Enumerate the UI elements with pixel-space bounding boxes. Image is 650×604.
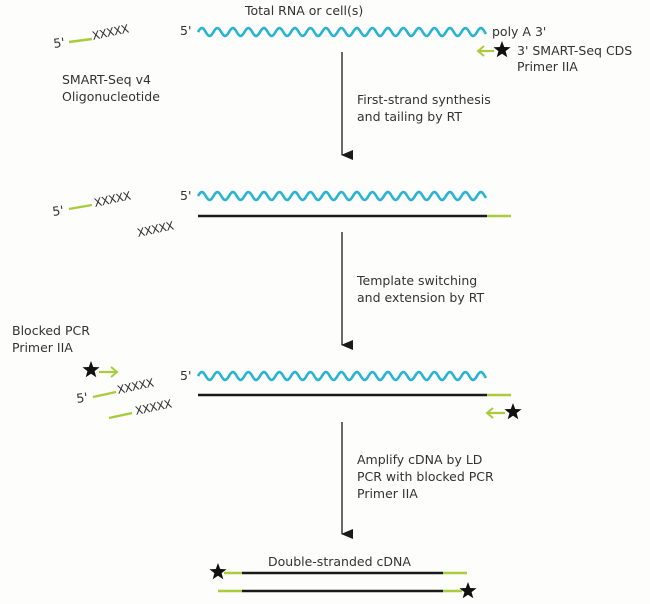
step-1-line2: and tailing by RT: [357, 109, 462, 124]
adapter-line: [108, 411, 133, 420]
smart-seq-oligo: 5' XXXXX: [52, 21, 130, 51]
step-1-line1: First-strand synthesis: [357, 92, 491, 107]
blocked-primer-label-line1: Blocked PCR: [12, 323, 90, 338]
cds-primer-label-line2: Primer IIA: [517, 59, 578, 74]
five-prime-label: 5': [75, 390, 88, 406]
rna-strand: [196, 190, 488, 202]
oligo-label-line1: SMART-Seq v4: [62, 72, 151, 87]
adapter-line: [92, 390, 117, 399]
xxxxx-label: XXXXX: [134, 396, 174, 417]
arrow-right-icon: [110, 366, 119, 378]
five-prime-label: 5': [52, 35, 65, 51]
arrow-left-icon: [476, 45, 485, 57]
rna-strand: [196, 26, 488, 38]
blocked-pcr-primer: [82, 361, 119, 378]
template-switch-adapter: XXXXX: [108, 396, 174, 420]
cds-primer: [485, 403, 522, 420]
poly-a-label: poly A 3': [492, 24, 546, 39]
step-2-line2: and extension by RT: [357, 290, 484, 305]
five-prime-label: 5': [180, 23, 191, 38]
blocked-primer-label-line2: Primer IIA: [12, 340, 73, 355]
smart-seq-oligo: 5' XXXXX: [51, 188, 132, 219]
cds-primer-label-line1: 3' SMART-Seq CDS: [517, 43, 632, 58]
adapter-line: [68, 203, 93, 211]
cds-primer: [476, 41, 511, 58]
star-icon: [504, 403, 522, 420]
total-rna-label: Total RNA or cell(s): [244, 3, 363, 18]
step-2-line1: Template switching: [356, 273, 477, 288]
xxxxx-label: XXXXX: [93, 188, 133, 209]
star-icon: [459, 582, 477, 599]
xxxxx-label: XXXXX: [91, 21, 131, 42]
xxxxx-label: XXXXX: [136, 218, 176, 239]
double-stranded-cdna: [209, 563, 477, 599]
star-icon: [493, 41, 511, 58]
step-3-line3: Primer IIA: [357, 486, 418, 501]
five-prime-label: 5': [180, 188, 191, 203]
star-icon: [209, 563, 227, 580]
double-stranded-label: Double-stranded cDNA: [268, 554, 411, 569]
rna-strand: [196, 370, 488, 382]
adapter-line: [68, 37, 93, 44]
arrow-left-icon: [485, 407, 494, 419]
five-prime-label: 5': [51, 203, 64, 219]
star-icon: [82, 361, 100, 378]
oligo-label-line2: Oligonucleotide: [62, 89, 160, 104]
step-3-line1: Amplify cDNA by LD: [357, 452, 482, 467]
five-prime-label: 5': [180, 368, 191, 383]
xxxxx-label: XXXXX: [116, 375, 156, 396]
step-3-line2: PCR with blocked PCR: [357, 469, 494, 484]
